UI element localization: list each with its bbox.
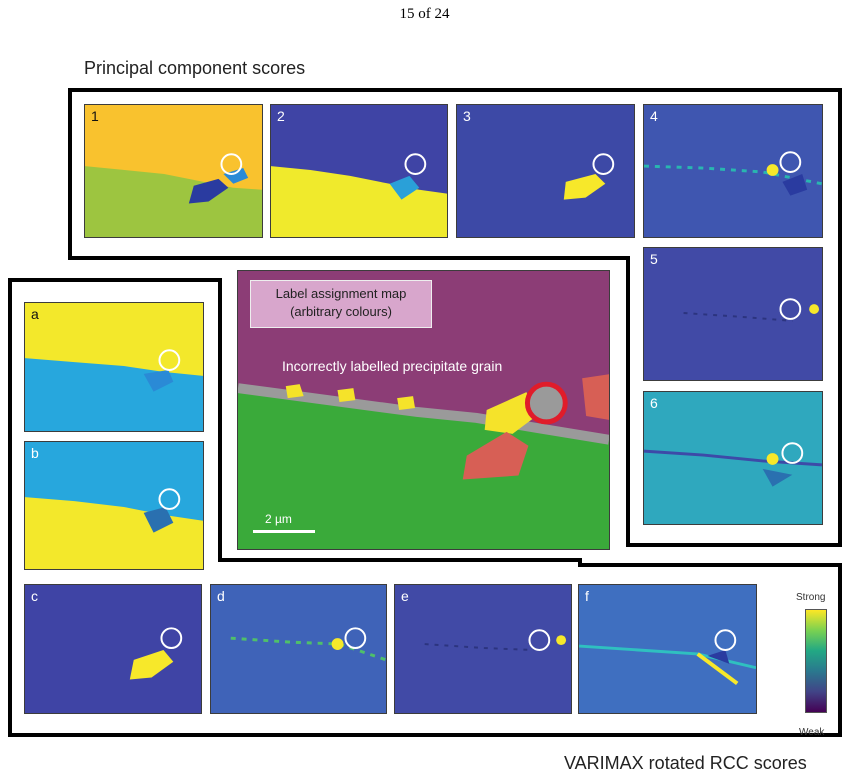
pc-panel-6: 6 xyxy=(643,391,823,525)
rcc-panel-f: f xyxy=(578,584,757,714)
panel-label: f xyxy=(585,588,589,604)
pc-frame xyxy=(68,88,842,547)
panel-label: a xyxy=(31,306,39,322)
pc-panel-3: 3 xyxy=(456,104,635,238)
panel-label: 3 xyxy=(463,108,471,124)
label-map-title-line1: Label assignment map xyxy=(275,286,407,301)
rcc-panel-b: b xyxy=(24,441,204,570)
pc-scores-heading: Principal component scores xyxy=(84,58,306,78)
panel-label: d xyxy=(217,588,225,604)
pc-panel-4: 4 xyxy=(643,104,823,238)
panel-label: e xyxy=(401,588,409,604)
scale-bar xyxy=(253,530,315,533)
rcc-panel-c: c xyxy=(24,584,202,714)
colorbar-weak-label: Weak xyxy=(799,727,825,738)
panel-label: 6 xyxy=(650,395,658,411)
panel-label: b xyxy=(31,445,39,461)
pc-panel-1: 1 xyxy=(84,104,263,238)
panel-label: 2 xyxy=(277,108,285,124)
label-map-title-line2: (arbitrary colours) xyxy=(290,304,392,319)
rcc-frame xyxy=(8,278,842,737)
rcc-panel-e: e xyxy=(394,584,572,714)
colorbar xyxy=(805,609,827,713)
scale-bar-label: 2 µm xyxy=(265,512,292,526)
page-number: 15 of 24 xyxy=(399,6,450,22)
rcc-scores-heading: VARIMAX rotated RCC scores xyxy=(564,753,807,773)
panel-label: 4 xyxy=(650,108,658,124)
panel-label: c xyxy=(31,588,38,604)
colorbar-strong-label: Strong xyxy=(796,592,826,603)
pc-panel-2: 2 xyxy=(270,104,448,238)
panel-label: 1 xyxy=(91,108,99,124)
pc-panel-5: 5 xyxy=(643,247,823,381)
incorrect-grain-callout: Incorrectly labelled precipitate grain xyxy=(282,358,503,374)
rcc-panel-a: a xyxy=(24,302,204,432)
label-map-title-box: Label assignment map (arbitrary colours) xyxy=(250,280,432,328)
panel-label: 5 xyxy=(650,251,658,267)
rcc-panel-d: d xyxy=(210,584,387,714)
